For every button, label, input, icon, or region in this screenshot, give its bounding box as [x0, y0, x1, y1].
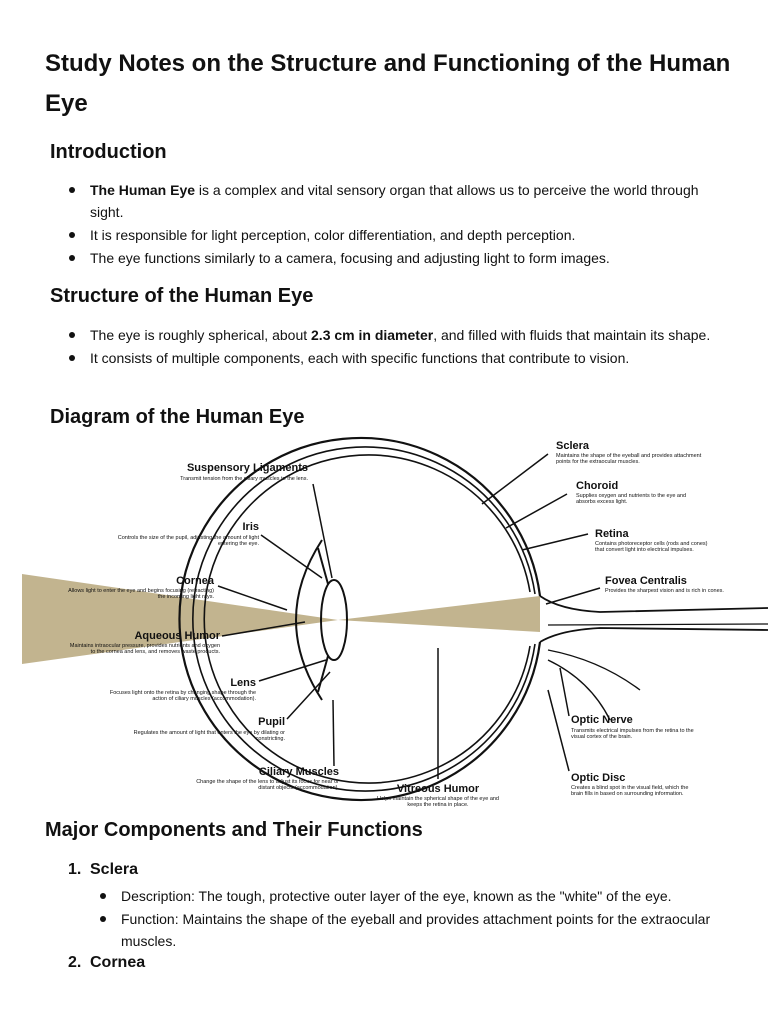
- desc-sclera-2: points for the extraocular muscles.: [556, 459, 640, 465]
- desc-iris-1: Controls the size of the pupil, adjustin…: [118, 535, 260, 541]
- desc-vitreous-1: Helps maintain the spherical shape of th…: [377, 796, 499, 802]
- label-pupil: Pupil: [258, 716, 285, 728]
- desc-fovea-1: Provides the sharpest vision and is rich…: [605, 588, 724, 594]
- structure-bullet-1-post: , and filled with fluids that maintain i…: [433, 327, 711, 343]
- structure-bullet-1-pre: The eye is roughly spherical, about: [90, 327, 312, 343]
- desc-pupil-1: Regulates the amount of light that enter…: [134, 730, 286, 736]
- section-heading-diagram: Diagram of the Human Eye: [50, 406, 305, 428]
- desc-lens-2: action of ciliary muscles (accommodation…: [152, 696, 256, 702]
- structure-bullet-2: It consists of multiple components, each…: [69, 347, 730, 369]
- light-beam: [22, 574, 540, 664]
- eye-diagram: Sclera Maintains the shape of the eyebal…: [22, 436, 768, 808]
- desc-optic-disc-2: brain fills in based on surrounding info…: [571, 791, 684, 797]
- component-number: 2.: [68, 954, 82, 971]
- intro-bullet-2: It is responsible for light perception, …: [69, 224, 730, 246]
- section-heading-structure: Structure of the Human Eye: [50, 285, 314, 307]
- intro-bullet-3: The eye functions similarly to a camera,…: [69, 247, 730, 269]
- desc-aqueous-2: to the cornea and lens, and removes wast…: [91, 649, 221, 655]
- desc-lens-1: Focuses light onto the retina by changin…: [110, 690, 256, 696]
- desc-ciliary-1: Change the shape of the lens to adjust i…: [196, 779, 339, 785]
- section-heading-introduction: Introduction: [50, 141, 167, 163]
- label-aqueous-humor: Aqueous Humor: [134, 630, 220, 642]
- component-item-cornea: 2. Cornea: [68, 954, 145, 972]
- label-cornea: Cornea: [176, 575, 215, 587]
- desc-suspensory-1: Transmit tension from the ciliary muscle…: [180, 476, 308, 482]
- desc-sclera-1: Maintains the shape of the eyeball and p…: [556, 453, 702, 459]
- sclera-bullet-list: Description: The tough, protective outer…: [100, 885, 721, 953]
- desc-optic-nerve-1: Transmits electrical impulses from the r…: [571, 728, 694, 734]
- desc-cornea-2: the incoming light rays.: [158, 594, 215, 600]
- section-heading-major-components: Major Components and Their Functions: [45, 819, 423, 841]
- component-name: Cornea: [90, 954, 146, 971]
- iris-bottom: [317, 655, 329, 693]
- sclera-description: Description: The tough, protective outer…: [100, 885, 721, 907]
- desc-retina-2: that convert light into electrical impul…: [595, 547, 694, 553]
- desc-choroid-1: Supplies oxygen and nutrients to the eye…: [576, 493, 686, 499]
- component-name: Sclera: [90, 861, 139, 878]
- cornea-outline: [295, 539, 323, 701]
- label-optic-disc: Optic Disc: [571, 772, 625, 784]
- intro-bullet-1: The Human Eye is a complex and vital sen…: [69, 179, 730, 223]
- sclera-outline: [178, 436, 542, 802]
- desc-cornea-1: Allows light to enter the eye and begins…: [68, 588, 214, 594]
- component-item-sclera: 1. Sclera: [68, 861, 138, 879]
- desc-pupil-2: constricting.: [256, 736, 286, 742]
- structure-bullet-1: The eye is roughly spherical, about 2.3 …: [69, 324, 730, 346]
- intro-bullet-1-text: is a complex and vital sensory organ tha…: [90, 182, 699, 220]
- structure-bullet-1-bold: 2.3 cm in diameter: [311, 327, 434, 343]
- label-fovea-centralis: Fovea Centralis: [605, 575, 687, 587]
- label-optic-nerve: Optic Nerve: [571, 714, 633, 726]
- intro-bullet-1-bold: The Human Eye: [90, 182, 196, 198]
- eye-outline: [178, 436, 768, 802]
- optic-nerve-bottom: [539, 627, 768, 643]
- desc-optic-nerve-2: visual cortex of the brain.: [571, 734, 633, 740]
- label-lens: Lens: [230, 677, 256, 689]
- desc-aqueous-1: Maintains intraocular pressure, provides…: [70, 643, 220, 649]
- desc-choroid-2: absorbs excess light.: [576, 499, 628, 505]
- optic-nerve-inner-3: [547, 659, 611, 721]
- label-choroid: Choroid: [576, 480, 618, 492]
- component-number: 1.: [68, 861, 82, 878]
- optic-nerve-inner-2: [547, 649, 641, 691]
- lens-outline: [320, 579, 348, 661]
- iris-top: [317, 547, 329, 585]
- retina-outline: [203, 454, 531, 784]
- desc-vitreous-2: keeps the retina in place.: [407, 802, 469, 808]
- choroid-outline: [192, 446, 536, 792]
- desc-iris-2: entering the eye.: [218, 541, 259, 547]
- label-vitreous-humor: Vitreous Humor: [397, 783, 480, 795]
- label-suspensory-ligaments: Suspensory Ligaments: [187, 462, 308, 474]
- desc-ciliary-2: distant objects (accommodation).: [258, 785, 339, 791]
- leader-lines: [217, 453, 601, 779]
- optic-nerve-top: [539, 595, 768, 613]
- label-sclera: Sclera: [556, 440, 590, 452]
- label-iris: Iris: [242, 521, 259, 533]
- label-retina: Retina: [595, 528, 630, 540]
- label-ciliary-muscles: Ciliary Muscles: [259, 766, 339, 778]
- sclera-function: Function: Maintains the shape of the eye…: [100, 908, 721, 952]
- optic-nerve-inner-1: [547, 623, 768, 626]
- structure-bullet-list: The eye is roughly spherical, about 2.3 …: [69, 324, 730, 370]
- desc-retina-1: Contains photoreceptor cells (rods and c…: [595, 541, 708, 547]
- page-title: Study Notes on the Structure and Functio…: [45, 50, 731, 117]
- intro-bullet-list: The Human Eye is a complex and vital sen…: [69, 179, 730, 270]
- desc-optic-disc-1: Creates a blind spot in the visual field…: [571, 785, 688, 791]
